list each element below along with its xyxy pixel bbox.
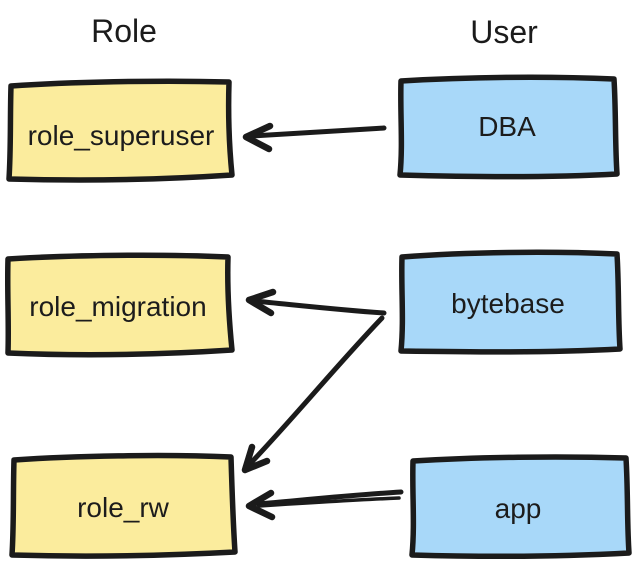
edge-app-line-sketch-stroke [257, 496, 401, 508]
role-node-rw: role_rw [9, 452, 238, 559]
user-node-app-label: app [495, 493, 542, 524]
edge-app-to-role-rw [245, 489, 404, 521]
edge-dba-arrowhead-icon [242, 122, 274, 153]
role-column-header: Role [91, 13, 157, 49]
user-node-app: app [409, 454, 632, 560]
role-node-rw-label: role_rw [77, 492, 170, 523]
edge-bytebase-to-role-rw [241, 315, 385, 474]
edge-app-arrowhead-icon [245, 489, 276, 521]
edge-bytebase-rw-line [245, 315, 385, 469]
edge-bytebase-migration-arrowhead-icon [245, 288, 277, 317]
role-node-migration: role_migration [4, 252, 235, 358]
user-node-app-box [409, 454, 632, 560]
edge-bytebase-rw-arrowhead-icon [241, 443, 271, 474]
user-node-bytebase: bytebase [398, 249, 623, 355]
edge-bytebase-migration-line [251, 298, 387, 316]
role-node-superuser-box [6, 78, 235, 183]
role-node-rw-box [9, 452, 238, 559]
user-node-dba-label: DBA [478, 111, 536, 142]
edge-dba-line [248, 125, 387, 139]
edge-dba-to-role-superuser [242, 122, 387, 153]
user-node-bytebase-box [398, 249, 623, 355]
edge-app-line [255, 489, 404, 507]
user-node-dba-box [397, 74, 620, 180]
edge-bytebase-to-role-migration [245, 288, 387, 317]
user-column-header: User [470, 14, 538, 50]
role-node-superuser-label: role_superuser [28, 120, 215, 151]
user-node-dba: DBA [397, 74, 620, 180]
role-node-superuser: role_superuser [6, 78, 235, 183]
role-node-migration-label: role_migration [29, 291, 206, 322]
column-headers: Role User [91, 13, 538, 50]
user-node-bytebase-label: bytebase [451, 288, 565, 319]
role-node-migration-box [4, 252, 235, 358]
